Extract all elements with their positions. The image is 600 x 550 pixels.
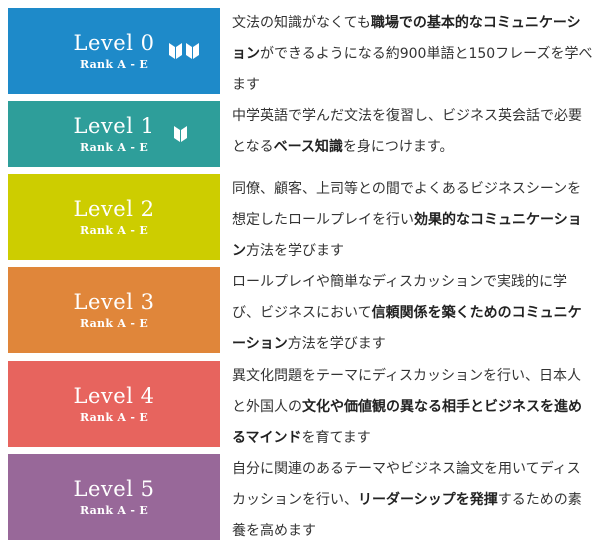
description-highlight: 信頼関係を築くためのコミュニケーション — [232, 305, 582, 352]
level-title: Level 5 — [73, 476, 155, 501]
level-2-description: 同僚、顧客、上司等との間でよくあるビジネスシーンを想定したロールプレイを行い効果… — [232, 174, 594, 267]
level-rank: Rank A - E — [79, 223, 149, 237]
level-2-block[interactable]: Level 2 Rank A - E — [8, 174, 220, 260]
double-leaf-badge-icon — [168, 42, 200, 60]
level-title: Level 4 — [73, 383, 155, 408]
description-text: を身につけます。 — [342, 139, 454, 155]
level-0-description: 文法の知識がなくても職場での基本的なコミュニケーションができるようになる約900… — [232, 8, 594, 101]
description-highlight: 効果的なコミュニケーション — [232, 212, 582, 259]
description-text: を育てます — [301, 430, 371, 446]
single-leaf-badge-icon — [173, 125, 188, 143]
description-text: 文法の知識がなくても — [232, 15, 371, 31]
description-text: ロールプレイや簡単なディスカッションで実践的に学び、ビジネスにおいて — [232, 274, 568, 321]
level-title: Level 3 — [73, 289, 155, 314]
level-4-description: 異文化問題をテーマにディスカッションを行い、日本人と外国人の文化や価値観の異なる… — [232, 361, 594, 454]
description-highlight: 文化や価値観の異なる相手とビジネスを進めるマインド — [232, 399, 582, 446]
level-title: Level 2 — [73, 196, 155, 221]
level-rank: Rank A - E — [79, 57, 149, 71]
level-4-block[interactable]: Level 4 Rank A - E — [8, 361, 220, 447]
description-text: 中学英語で学んだ文法を復習し、ビジネス英会話で必要となる — [232, 108, 582, 155]
description-highlight: リーダーシップを発揮 — [358, 492, 498, 508]
level-rank: Rank A - E — [79, 140, 149, 154]
level-1-description: 中学英語で学んだ文法を復習し、ビジネス英会話で必要となるベース知識を身につけます… — [232, 101, 594, 163]
level-title: Level 1 — [73, 113, 155, 138]
level-1-block[interactable]: Level 1 Rank A - E — [8, 101, 220, 167]
description-text: 方法を学びます — [287, 336, 386, 352]
description-text: 方法を学びます — [246, 243, 344, 259]
level-3-description: ロールプレイや簡単なディスカッションで実践的に学び、ビジネスにおいて信頼関係を築… — [232, 267, 594, 360]
description-highlight: 職場での基本的なコミュニケーション — [232, 15, 581, 62]
level-rank: Rank A - E — [79, 410, 149, 424]
description-text: 同僚、顧客、上司等との間でよくあるビジネスシーンを想定したロールプレイを行い — [232, 181, 582, 228]
description-text: するための素養を高めます — [232, 492, 582, 539]
level-0-block[interactable]: Level 0 Rank A - E — [8, 8, 220, 94]
level-5-description: 自分に関連のあるテーマやビジネス論文を用いてディスカッションを行い、リーダーシッ… — [232, 454, 594, 547]
level-3-block[interactable]: Level 3 Rank A - E — [8, 267, 220, 353]
level-rank: Rank A - E — [79, 316, 149, 330]
description-text: 自分に関連のあるテーマやビジネス論文を用いてディスカッションを行い、 — [232, 461, 581, 508]
description-text: 異文化問題をテーマにディスカッションを行い、日本人と外国人の — [232, 368, 582, 415]
description-text: ができるようになる約900単語と150フレーズを学べます — [232, 46, 593, 93]
level-title: Level 0 — [73, 30, 155, 55]
level-5-block[interactable]: Level 5 Rank A - E — [8, 454, 220, 540]
level-rank: Rank A - E — [79, 503, 149, 517]
description-highlight: ベース知識 — [273, 139, 343, 155]
